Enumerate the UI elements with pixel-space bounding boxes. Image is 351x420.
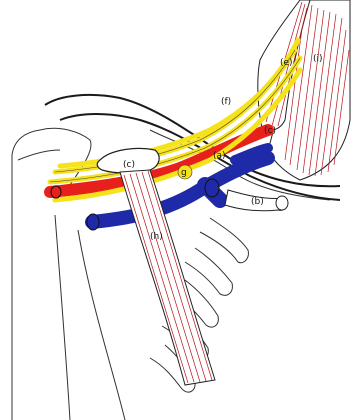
label-c-right: (c) — [264, 126, 276, 136]
label-h: (h) — [150, 232, 163, 242]
label-g: g — [181, 168, 187, 178]
label-b: (b) — [251, 197, 264, 207]
label-f: (f) — [221, 97, 231, 107]
cut-vessels-b — [205, 179, 288, 211]
artery-cut-end — [51, 186, 61, 198]
label-c-left: (c) — [123, 160, 135, 170]
label-a: (a) — [213, 151, 226, 161]
label-i: (i) — [313, 54, 323, 64]
label-e: (e) — [280, 58, 293, 68]
